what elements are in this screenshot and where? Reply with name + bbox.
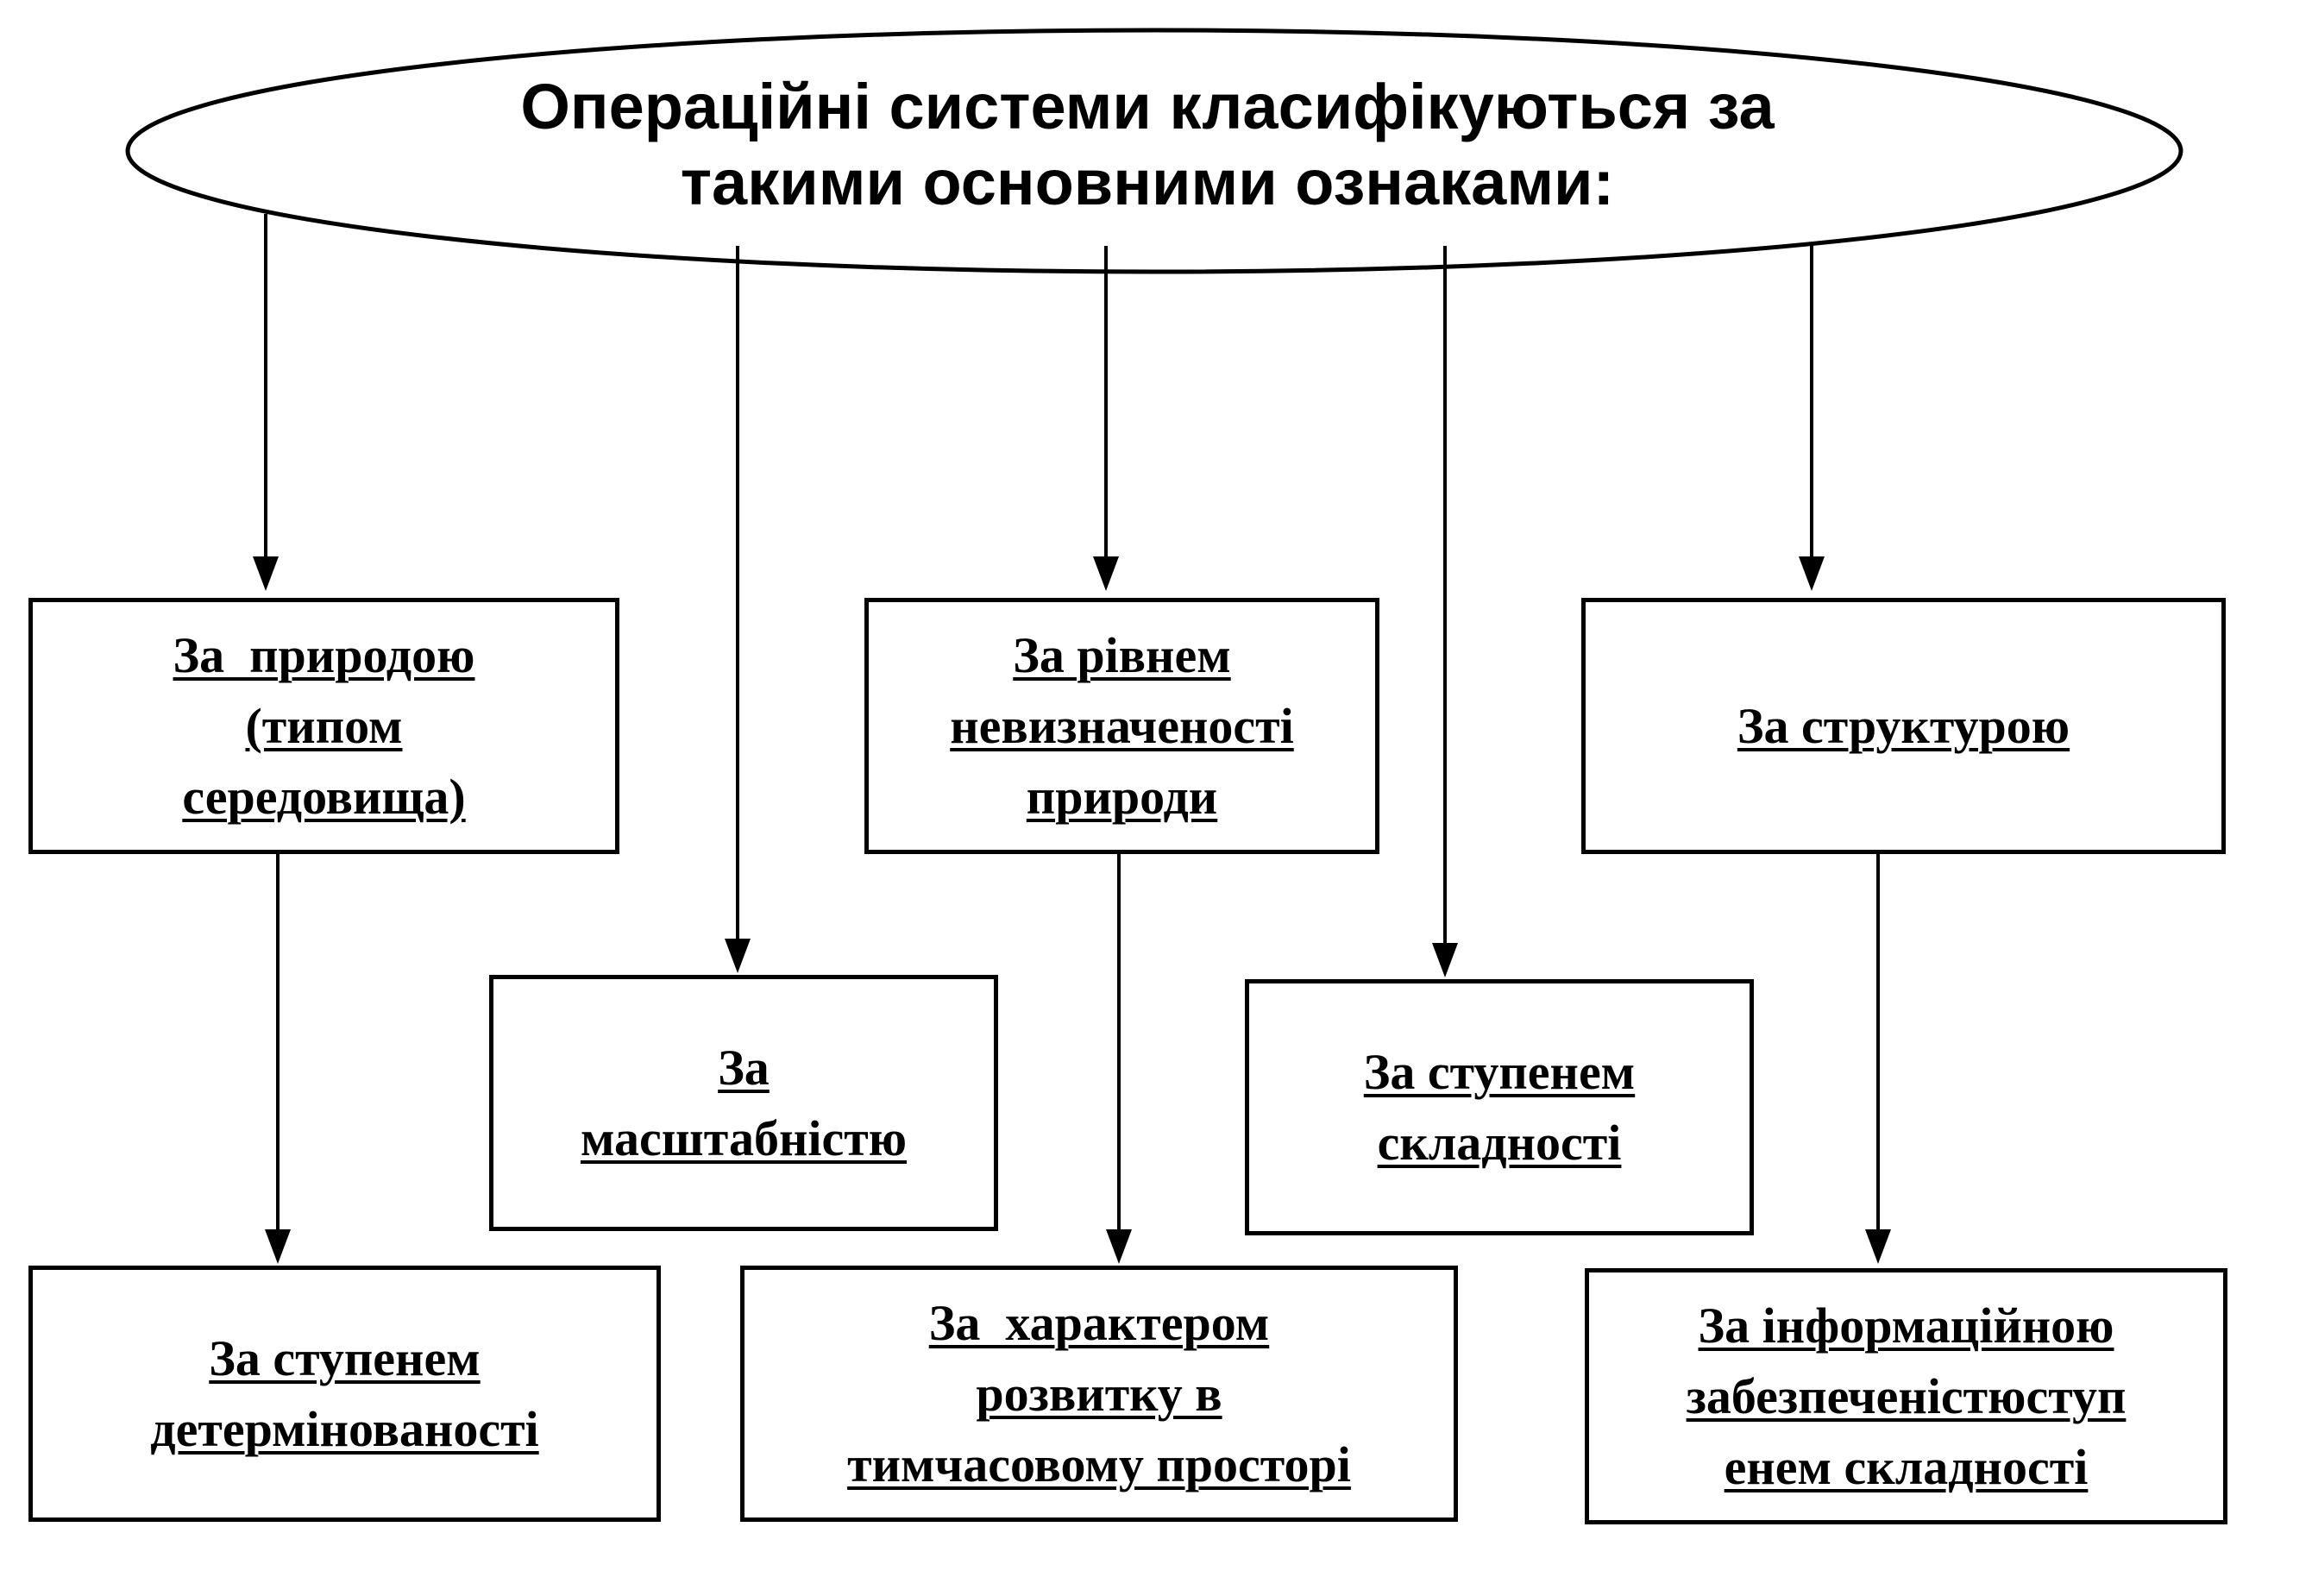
node-by-structure-line-1: За структурою xyxy=(1737,697,2070,754)
arrow-head-scale xyxy=(725,939,751,973)
arrow-head-determinism xyxy=(265,1229,291,1264)
node-by-structure: За структурою xyxy=(1581,598,2226,854)
node-by-determinism-line-1: За ступенем xyxy=(209,1329,481,1386)
arrow-head-information xyxy=(1865,1229,1891,1264)
node-by-scale: За масштабністю xyxy=(489,975,998,1231)
arrow-head-uncertainty xyxy=(1093,556,1119,591)
node-by-nature: За природою (типом середовища) xyxy=(28,598,619,854)
node-by-scale-line-2: масштабністю xyxy=(580,1109,908,1166)
node-by-scale-line-1: За xyxy=(718,1039,770,1096)
node-by-information-line-1: За інформаційною xyxy=(1698,1297,2114,1354)
node-by-complexity-line-2: складності xyxy=(1377,1114,1622,1171)
node-by-complexity: За ступенем складності xyxy=(1245,979,1754,1235)
node-by-development: За характером розвитку в тимчасовому про… xyxy=(740,1266,1458,1522)
node-by-uncertainty: За рівнем невизначеності природи xyxy=(864,598,1379,854)
node-by-uncertainty-line-2: невизначеності xyxy=(950,697,1294,754)
node-by-nature-line-3: середовища) xyxy=(182,768,466,825)
node-by-information-line-2: забезпеченістюступ xyxy=(1686,1367,2127,1424)
node-by-uncertainty-line-1: За рівнем xyxy=(1013,626,1231,683)
arrow-head-development xyxy=(1106,1229,1132,1264)
arrow-head-structure xyxy=(1799,556,1825,591)
node-by-uncertainty-line-3: природи xyxy=(1026,768,1218,825)
node-by-information-line-3: енем складності xyxy=(1724,1438,2089,1495)
node-by-development-line-2: розвитку в xyxy=(976,1365,1222,1422)
arrow-head-nature xyxy=(253,556,279,591)
node-by-development-line-3: тимчасовому просторі xyxy=(847,1436,1351,1492)
node-by-determinism: За ступенем детермінованості xyxy=(28,1266,661,1522)
node-by-development-line-1: За характером xyxy=(928,1294,1270,1351)
node-by-complexity-line-1: За ступенем xyxy=(1363,1043,1636,1100)
node-by-determinism-line-2: детермінованості xyxy=(150,1400,539,1457)
header-ellipse xyxy=(125,28,2183,274)
node-by-nature-line-2: (типом xyxy=(245,697,403,754)
title-line-2: такими основними ознаками: xyxy=(680,147,1615,218)
arrow-head-complexity xyxy=(1432,943,1458,977)
title-line-1: Операційні системи класифікуються за xyxy=(520,71,1775,142)
node-by-nature-line-1: За природою xyxy=(173,626,475,683)
node-by-information: За інформаційною забезпеченістюступ енем… xyxy=(1585,1268,2227,1524)
diagram-title: Операційні системи класифікуються за так… xyxy=(388,69,1907,221)
